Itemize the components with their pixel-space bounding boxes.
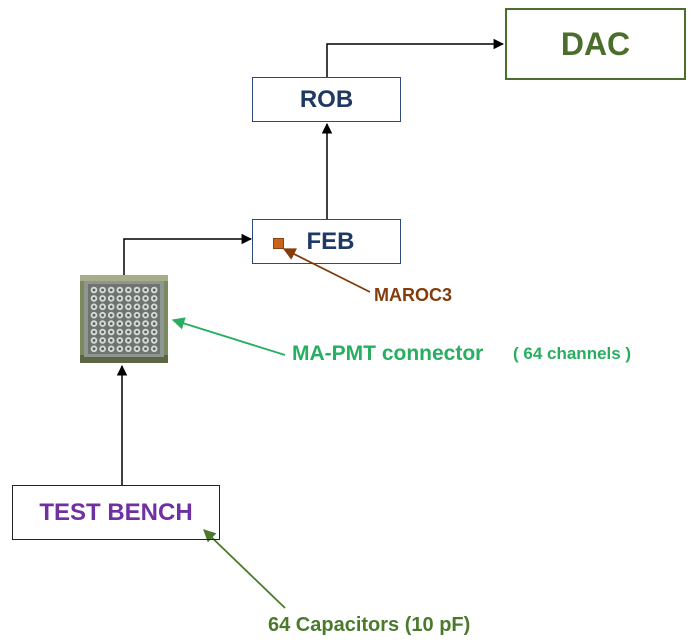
connector-pin-hole xyxy=(92,305,96,309)
connector-pin-hole xyxy=(144,339,147,342)
arrow-rob-to-dac xyxy=(326,38,505,77)
connector-pin-hole xyxy=(101,339,104,342)
connector-pin-hole xyxy=(135,288,139,292)
connector-pin-hole xyxy=(135,305,139,309)
connector-pin-hole xyxy=(118,288,122,292)
connector-pin-hole xyxy=(118,330,122,334)
connector-pin-hole xyxy=(152,322,156,325)
test-bench-label: TEST BENCH xyxy=(39,498,193,526)
connector-pin-hole xyxy=(101,313,104,317)
maroc3-chip-icon xyxy=(273,238,284,249)
connector-pin-hole xyxy=(118,322,122,325)
connector-pin-hole xyxy=(144,297,147,300)
connector-pin-hole xyxy=(92,330,96,334)
connector-pin-hole xyxy=(144,305,147,309)
connector-pin-hole xyxy=(127,347,130,351)
connector-pin-hole xyxy=(144,347,147,351)
rob-box: ROB xyxy=(252,77,401,122)
connector-pin-hole xyxy=(109,322,113,325)
connector-pin-hole xyxy=(109,339,113,342)
capacitors-pointer xyxy=(203,529,286,609)
connector-pin-hole xyxy=(92,313,96,317)
connector-pin-hole xyxy=(127,305,130,309)
connector-pin-hole xyxy=(127,322,130,325)
connector-pin-hole xyxy=(101,288,104,292)
connector-pin-hole xyxy=(101,322,104,325)
connector-pin-hole xyxy=(152,288,156,292)
connector-pin-hole xyxy=(92,347,96,351)
connector-pin-hole xyxy=(135,322,139,325)
connector-pin-hole xyxy=(101,305,104,309)
connector-pin-hole xyxy=(109,347,113,351)
connector-pin-hole xyxy=(135,347,139,351)
test-bench-box: TEST BENCH xyxy=(12,485,220,540)
connector-pin-hole xyxy=(101,347,104,351)
connector-pin-hole xyxy=(152,305,156,309)
connector-pin-hole xyxy=(144,313,147,317)
capacitors-label: 64 Capacitors (10 pF) xyxy=(268,614,471,636)
rob-label: ROB xyxy=(299,85,354,113)
connector-pin-grid xyxy=(80,275,168,363)
connector-pin-hole xyxy=(109,313,113,317)
connector-pin-hole xyxy=(92,288,96,292)
maroc3-label: MAROC3 xyxy=(374,285,453,305)
connector-pin-hole xyxy=(144,288,147,292)
connector-pin-hole xyxy=(127,313,130,317)
connector-pin-hole xyxy=(127,297,130,300)
ma-pmt-connector-label: MA-PMT connector xyxy=(292,342,484,365)
connector-pin-hole xyxy=(127,288,130,292)
connector-pin-hole xyxy=(109,305,113,309)
connector-pin-hole xyxy=(118,339,122,342)
arrow-connector-to-feb xyxy=(123,233,253,275)
connector-pin-hole xyxy=(144,322,147,325)
connector-pin-hole xyxy=(127,339,130,342)
connector-pin-hole xyxy=(109,288,113,292)
connector-pin-hole xyxy=(127,330,130,334)
connector-pin-hole xyxy=(109,330,113,334)
connector-pointer xyxy=(171,317,286,356)
feb-label: FEB xyxy=(306,227,355,255)
connector-pin-hole xyxy=(152,330,156,334)
feb-box: FEB xyxy=(252,219,401,264)
dac-box: DAC xyxy=(505,8,686,80)
connector-pin-hole xyxy=(92,297,96,300)
dac-label: DAC xyxy=(560,25,631,62)
connector-pin-hole xyxy=(135,313,139,317)
connector-pin-hole xyxy=(118,305,122,309)
connector-pin-hole xyxy=(135,330,139,334)
connector-pin-hole xyxy=(101,297,104,300)
ma-pmt-connector-photo xyxy=(80,275,168,363)
connector-pin-hole xyxy=(92,339,96,342)
connector-pin-hole xyxy=(152,347,156,351)
connector-pin-hole xyxy=(135,297,139,300)
connector-pin-hole xyxy=(152,297,156,300)
channels-label: ( 64 channels ) xyxy=(513,344,632,363)
connector-pin-hole xyxy=(152,339,156,342)
connector-pin-hole xyxy=(92,322,96,325)
connector-pin-hole xyxy=(109,297,113,300)
connector-pin-hole xyxy=(118,347,122,351)
connector-pin-hole xyxy=(118,313,122,317)
connector-pin-hole xyxy=(135,339,139,342)
connector-pin-hole xyxy=(144,330,147,334)
connector-pin-hole xyxy=(152,313,156,317)
maroc-pointer xyxy=(282,248,371,293)
connector-pin-hole xyxy=(118,297,122,300)
connector-pin-hole xyxy=(101,330,104,334)
